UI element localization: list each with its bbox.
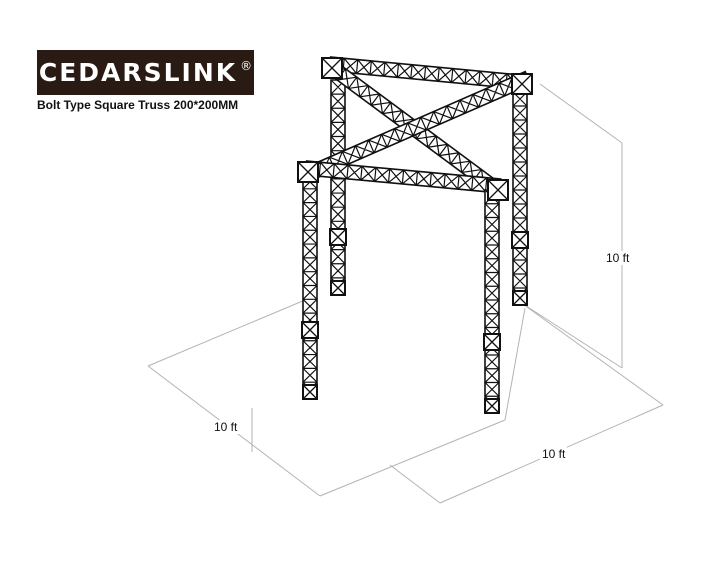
corner-block-back-right (511, 73, 533, 95)
front-left-leg (302, 174, 318, 397)
joint-block-front-right (483, 333, 501, 351)
truss-structure (297, 56, 533, 414)
front-right-leg (484, 189, 500, 411)
foot-block-front-left (302, 384, 318, 400)
joint-block-back-left (329, 228, 347, 246)
registered-mark: ® (240, 58, 253, 73)
foot-block-back-right (512, 290, 528, 306)
corner-block-back-left (321, 57, 343, 79)
back-left-leg (330, 79, 346, 293)
corner-block-front-right (487, 179, 509, 201)
joint-block-front-left (301, 321, 319, 339)
corner-block-front-left (297, 161, 319, 183)
foot-block-back-left (330, 280, 346, 296)
width-dimension-label: 10 ft (540, 447, 568, 461)
foot-block-front-right (484, 398, 500, 414)
dimension-lines (147, 83, 664, 504)
joint-block-back-right (511, 231, 529, 249)
back-right-leg (512, 91, 528, 303)
product-subtitle: Bolt Type Square Truss 200*200MM (37, 98, 239, 112)
height-dimension-label: 10 ft (604, 251, 632, 265)
brand-name: CEDARSLINK (38, 58, 238, 87)
depth-dimension-label: 10 ft (212, 420, 240, 434)
brand-logo: CEDARSLINK ® (37, 50, 254, 95)
